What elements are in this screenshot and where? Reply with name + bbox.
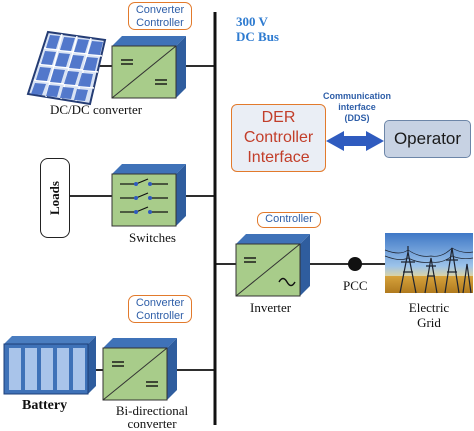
comm-line-3: (DDS): [344, 113, 370, 123]
loads-label: Loads: [47, 181, 62, 215]
dcdc-converter-block: [111, 36, 186, 99]
switches-block: [111, 164, 186, 227]
solar-panel-icon: [26, 30, 107, 106]
switches-label: Switches: [129, 230, 176, 245]
loads-box: Loads: [40, 158, 70, 238]
operator-box: Operator: [384, 120, 471, 158]
pcc-label: PCC: [343, 278, 368, 293]
tag-line-1: Converter: [135, 4, 185, 16]
bus-name: DC Bus: [236, 29, 279, 44]
der-controller-interface-box: DER Controller Interface: [231, 104, 326, 172]
grid-label-line-1: Electric: [408, 300, 450, 315]
bidir-controller-tag: Converter Controller: [128, 295, 192, 323]
tag-line-2: Controller: [136, 17, 184, 29]
pcc-node-icon: [348, 257, 362, 271]
inverter-label: Inverter: [250, 300, 292, 315]
grid-label-line-2: Grid: [417, 315, 441, 330]
bidirectional-converter-block: [102, 338, 177, 401]
der-line-3: Interface: [247, 149, 310, 166]
comm-line-2: interface: [338, 102, 376, 112]
bidir-label-line-1: Bi-directional: [115, 403, 189, 418]
inverter-controller-tag: Controller: [257, 212, 321, 228]
battery-icon: [3, 336, 96, 395]
dcdc-controller-tag: Converter Controller: [128, 2, 192, 30]
comm-line-1: Communication: [322, 91, 391, 101]
der-line-2: Controller: [243, 129, 314, 146]
bus-voltage: 300 V: [236, 14, 268, 29]
battery-label: Battery: [22, 398, 68, 413]
bidir-label-line-2: converter: [127, 416, 177, 431]
der-line-1: DER: [261, 109, 296, 126]
operator-label: Operator: [393, 129, 462, 148]
tag-line-2: Controller: [136, 310, 184, 322]
bidir-converter-label: Bi-directional converter: [112, 404, 192, 430]
electric-grid-photo: [384, 233, 474, 294]
dc-bus-title: 300 V DC Bus: [236, 14, 279, 44]
communication-arrow-icon: [326, 131, 384, 151]
tag-line-1: Converter: [135, 297, 185, 309]
tag-line-1: Controller: [265, 213, 313, 225]
communication-interface-label: Communication interface (DDS): [312, 91, 402, 124]
dcdc-converter-label: DC/DC converter: [50, 102, 143, 117]
inverter-block: [235, 234, 310, 297]
grid-label: Electric Grid: [404, 300, 454, 330]
